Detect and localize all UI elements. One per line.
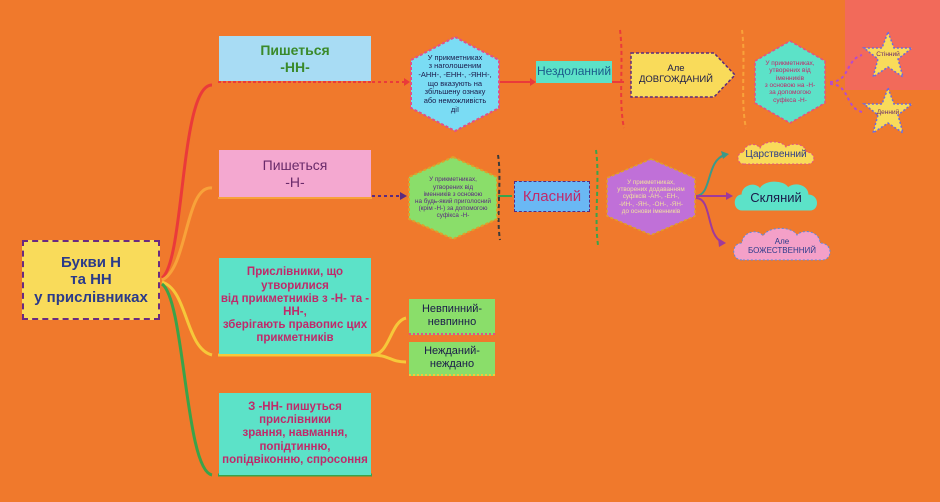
- arrowhead-cloud-1: [721, 151, 729, 159]
- branch-line-adverbs: [161, 280, 213, 357]
- connector-cloud-3: [695, 197, 723, 243]
- nn-rule2-text: У прикметниках, утворених від іменників …: [764, 59, 816, 104]
- bracket-n-1: [497, 154, 501, 241]
- adverb-example-nezhdanyi: Нежданий- неждано: [409, 342, 495, 376]
- n-example-box: Класний: [514, 181, 590, 212]
- nn-rule2-hexagon: У прикметниках, утворених від іменників …: [754, 40, 826, 124]
- star-text: Стінний: [876, 51, 900, 59]
- n-rule2-text: У прикметниках, утворених додаванням суф…: [617, 178, 685, 215]
- star-icon: [861, 30, 915, 79]
- connector-adverb-2: [371, 353, 407, 364]
- branch-n: Пишеться -Н-: [219, 150, 371, 197]
- nn-rule-hexagon-shape: [410, 36, 500, 132]
- branch-line-n: [161, 186, 213, 282]
- branch-line-nn: [160, 83, 213, 280]
- cloud-text: Царственний: [745, 149, 807, 161]
- n-rule-hexagon: У прикметниках, утворених від іменників …: [408, 156, 498, 240]
- star-stinnyi: Стінний: [861, 30, 915, 80]
- nn-rule2-hexagon-shape: [754, 40, 826, 124]
- cloud-text: Але БОЖЕСТВЕННИЙ: [747, 236, 817, 255]
- n-rule-hexagon-shape: [408, 156, 498, 240]
- cloud-bozhestvennyi: Але БОЖЕСТВЕННИЙ: [730, 226, 834, 264]
- bracket-n-2: [595, 149, 599, 246]
- cloud-sklianyi: Скляний: [732, 180, 820, 214]
- arrowhead-nn-rule: [404, 78, 410, 86]
- nn-example-box: Нездоланний: [536, 61, 612, 83]
- connector-adverb-1: [371, 316, 407, 357]
- star-icon: [861, 86, 915, 135]
- nn-arrow-text: Але ДОВГОЖДАНИЙ: [638, 63, 713, 85]
- cloud-shape: [733, 227, 831, 261]
- n-rule-text: У прикметниках, утворених від іменників …: [415, 176, 491, 220]
- cloud-shape: [734, 181, 817, 211]
- nn-rule-text: У прикметниках з наголошеним -АНН-, -ЕНН…: [418, 52, 492, 114]
- cloud-shape: [737, 141, 815, 165]
- star-text: Денний: [876, 109, 900, 117]
- adverb-example-nevpynnyi: Невпинний- невпинно: [409, 299, 495, 335]
- branch-nn-adverbs: З -НН- пишуться прислівники зрання, навм…: [219, 393, 371, 475]
- root-node: Букви Н та НН у прислівниках: [22, 240, 160, 320]
- nn-arrow-shape: Але ДОВГОЖДАНИЙ: [630, 52, 736, 98]
- cloud-tsarstvennyi: Царственний: [734, 140, 818, 168]
- n-rule2-hexagon: У прикметниках, утворених додаванням суф…: [606, 158, 696, 236]
- n-rule2-hexagon-shape: [606, 158, 696, 236]
- cloud-text: Скляний: [750, 189, 802, 205]
- bracket-nn-1: [619, 29, 625, 129]
- star-dennyi: Денний: [861, 86, 915, 136]
- nn-arrow-outline: [630, 52, 736, 98]
- connector-cloud-1: [695, 154, 726, 197]
- arrowhead-cloud-2: [726, 192, 733, 200]
- arrowhead-n-rule: [400, 192, 407, 200]
- bracket-nn-2: [741, 29, 747, 129]
- arrowhead-nn-example: [530, 78, 536, 86]
- arrowhead-cloud-3: [718, 238, 726, 247]
- branch-line-nn-adverbs: [160, 282, 213, 477]
- branch-nn: Пишеться -НН-: [219, 36, 371, 81]
- nn-rule-hexagon: У прикметниках з наголошеним -АНН-, -ЕНН…: [410, 36, 500, 132]
- branch-adverbs: Прислівники, що утворилися від прикметни…: [219, 258, 371, 354]
